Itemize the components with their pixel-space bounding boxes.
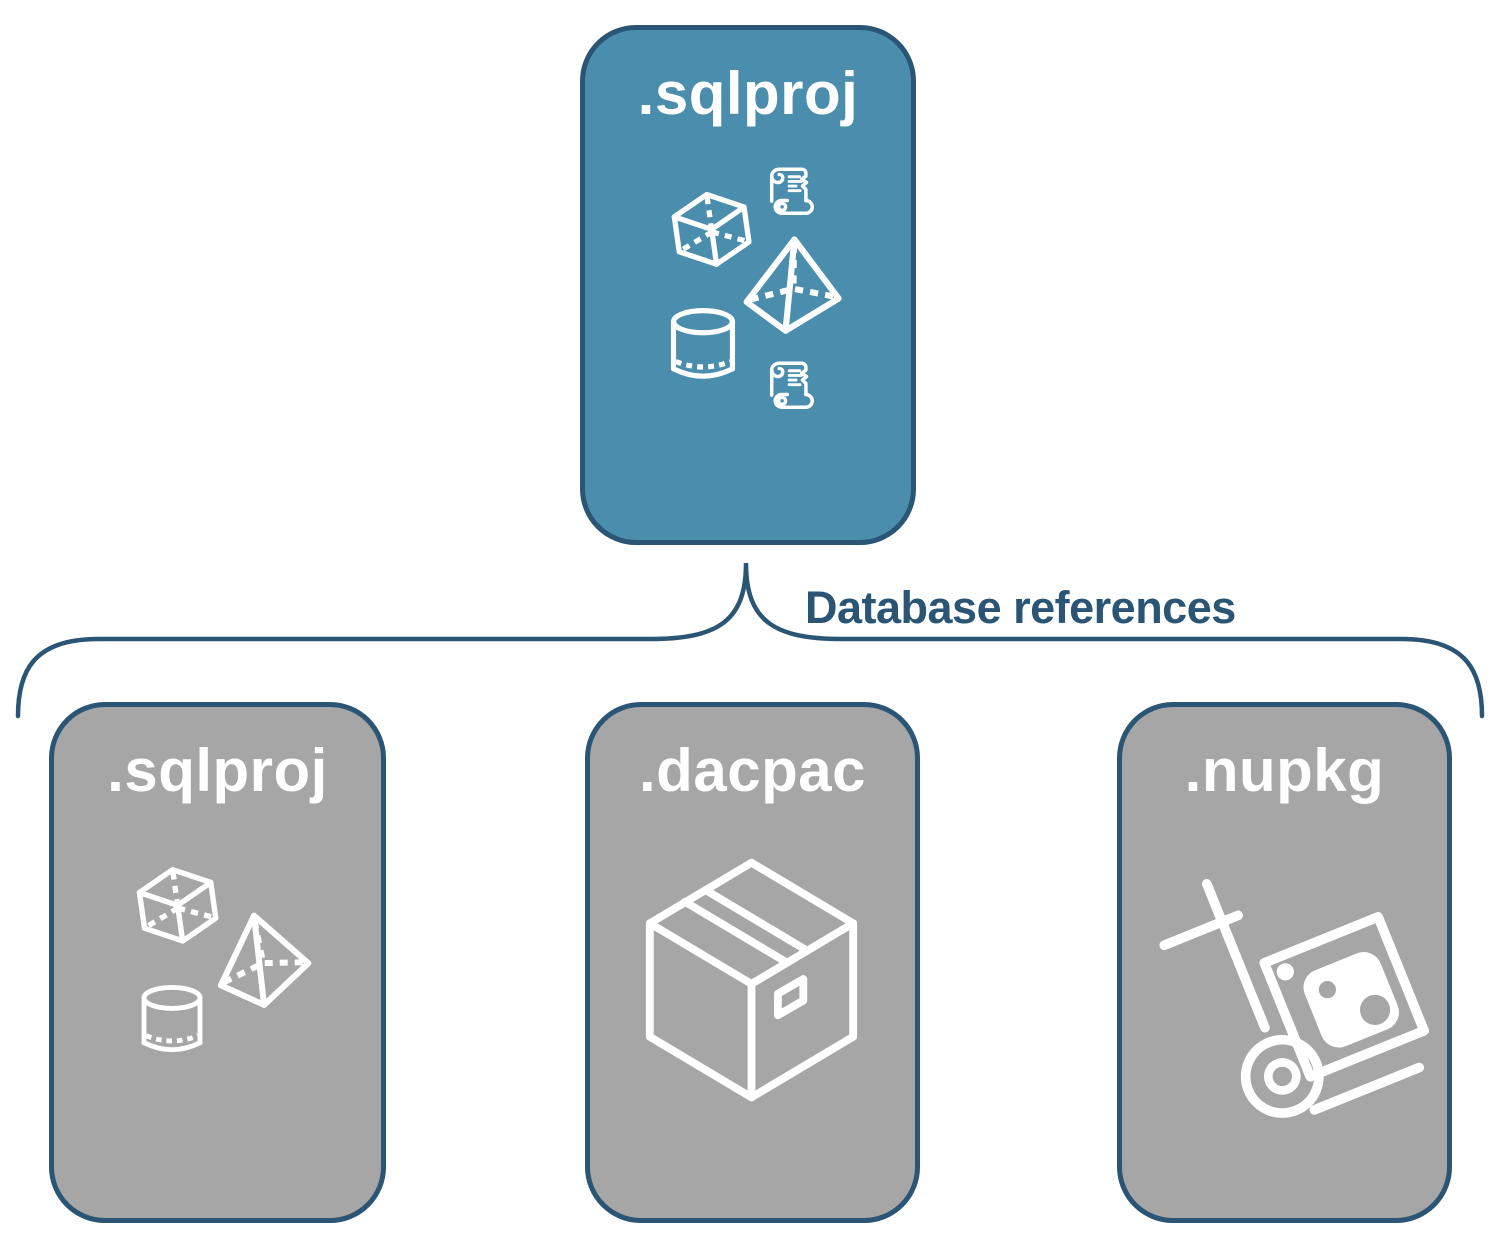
package-box-icon: [634, 849, 869, 1113]
cube-icon: [672, 190, 752, 270]
pyramid-icon: [202, 902, 319, 1017]
scroll-icon: [769, 167, 815, 216]
brace-path: [15, 562, 1485, 719]
child-node-sqlproj: .sqlproj: [49, 702, 386, 1223]
child-node-label: .sqlproj: [107, 737, 328, 804]
cube-icon: [137, 865, 218, 946]
root-node-sqlproj: .sqlproj: [580, 25, 916, 545]
nuget-package-icon: [1149, 829, 1436, 1139]
child-node-label: .nupkg: [1184, 737, 1385, 804]
scroll-icon: [769, 361, 815, 410]
child-node-dacpac: .dacpac: [585, 702, 920, 1223]
cylinder-icon: [144, 987, 200, 1049]
sql-objects-icon-cluster: [95, 845, 350, 1075]
child-node-label: .dacpac: [639, 737, 866, 804]
child-node-nupkg: .nupkg: [1117, 702, 1452, 1223]
brace-connector: [15, 562, 1485, 719]
cylinder-icon: [674, 311, 733, 377]
hand-truck-icon: [1150, 852, 1430, 1132]
sql-objects-icon-cluster: [630, 167, 880, 410]
root-node-label: .sqlproj: [637, 60, 859, 127]
pyramid-icon: [741, 236, 842, 335]
package-box-icon: [650, 863, 853, 1098]
connector-label: Database references: [805, 582, 1236, 633]
